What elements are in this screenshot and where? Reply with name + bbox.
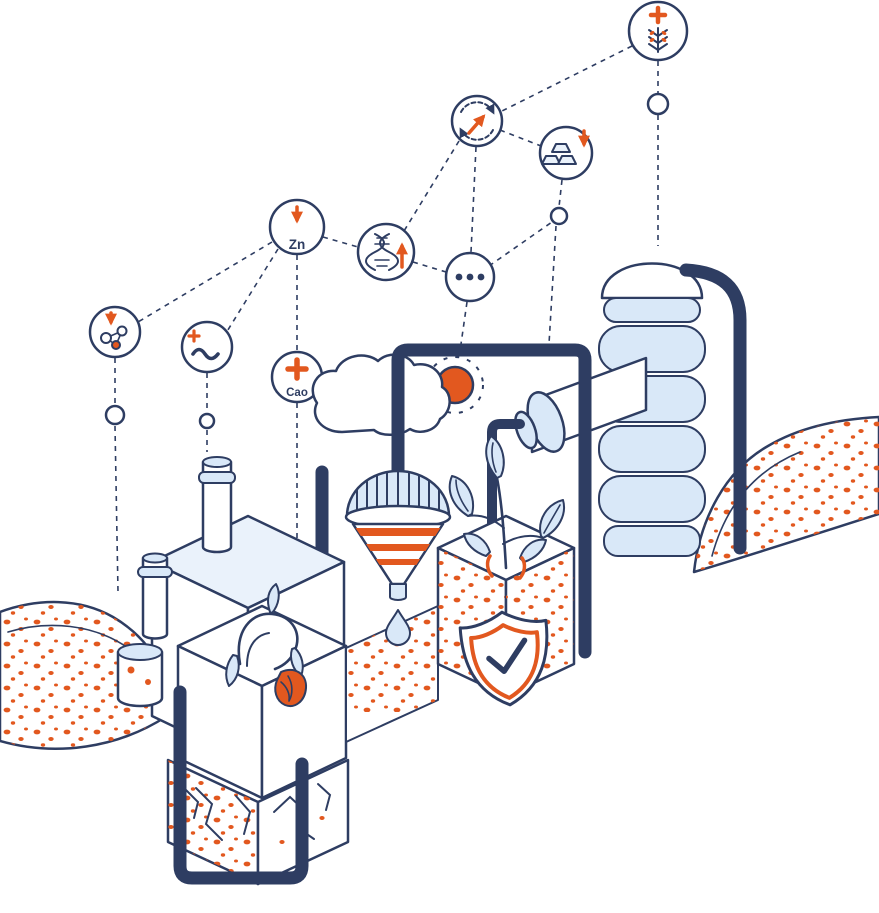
wilted-bloom	[274, 669, 308, 707]
worm-plus-icon	[187, 329, 220, 361]
small-tank	[116, 643, 164, 708]
node-nutrient-cycle	[450, 94, 504, 148]
mineral-bars-down-icon	[541, 129, 590, 165]
node-wheat-gain	[627, 0, 689, 62]
node-more	[444, 251, 496, 303]
molecule-down-icon	[100, 311, 128, 350]
node-worms	[180, 320, 234, 374]
cycle-arrows-up-icon	[459, 101, 495, 141]
water-drop-icon	[385, 609, 411, 646]
dna-helix-up-icon	[365, 233, 408, 271]
tall-chimney	[198, 456, 236, 554]
node-molecule	[88, 305, 142, 359]
node-zinc: Zn	[268, 198, 326, 256]
wilted-plant	[225, 583, 308, 707]
funnel-feed-pipe	[391, 343, 592, 659]
soil-mound-left	[0, 600, 169, 750]
calcium-oxide-label: Cao	[286, 387, 308, 399]
node-calcium-oxide: Cao	[270, 350, 324, 404]
node-minerals	[538, 125, 594, 181]
connection-lines	[114, 45, 659, 638]
vessel-drop-pipe	[487, 419, 525, 553]
column-outlet-pipe	[679, 263, 747, 555]
ellipsis-icon	[455, 273, 485, 281]
soil-mound-right	[692, 415, 879, 574]
soil-strip	[345, 605, 439, 743]
healthy-plant	[448, 435, 565, 580]
plus-icon	[285, 357, 309, 381]
degraded-soil-block	[176, 583, 348, 800]
check-icon	[486, 637, 528, 674]
distillation-column	[598, 262, 706, 557]
zinc-label: Zn	[289, 237, 306, 252]
cloud-icon	[311, 353, 451, 436]
connector-circles	[104, 92, 670, 430]
short-chimney	[137, 552, 173, 640]
wheat-plus-icon	[648, 5, 668, 53]
funnel-hopper	[344, 469, 452, 646]
bottom-loop-pipe	[173, 685, 309, 885]
shield-checkmark	[458, 610, 549, 707]
node-dna	[356, 222, 416, 282]
